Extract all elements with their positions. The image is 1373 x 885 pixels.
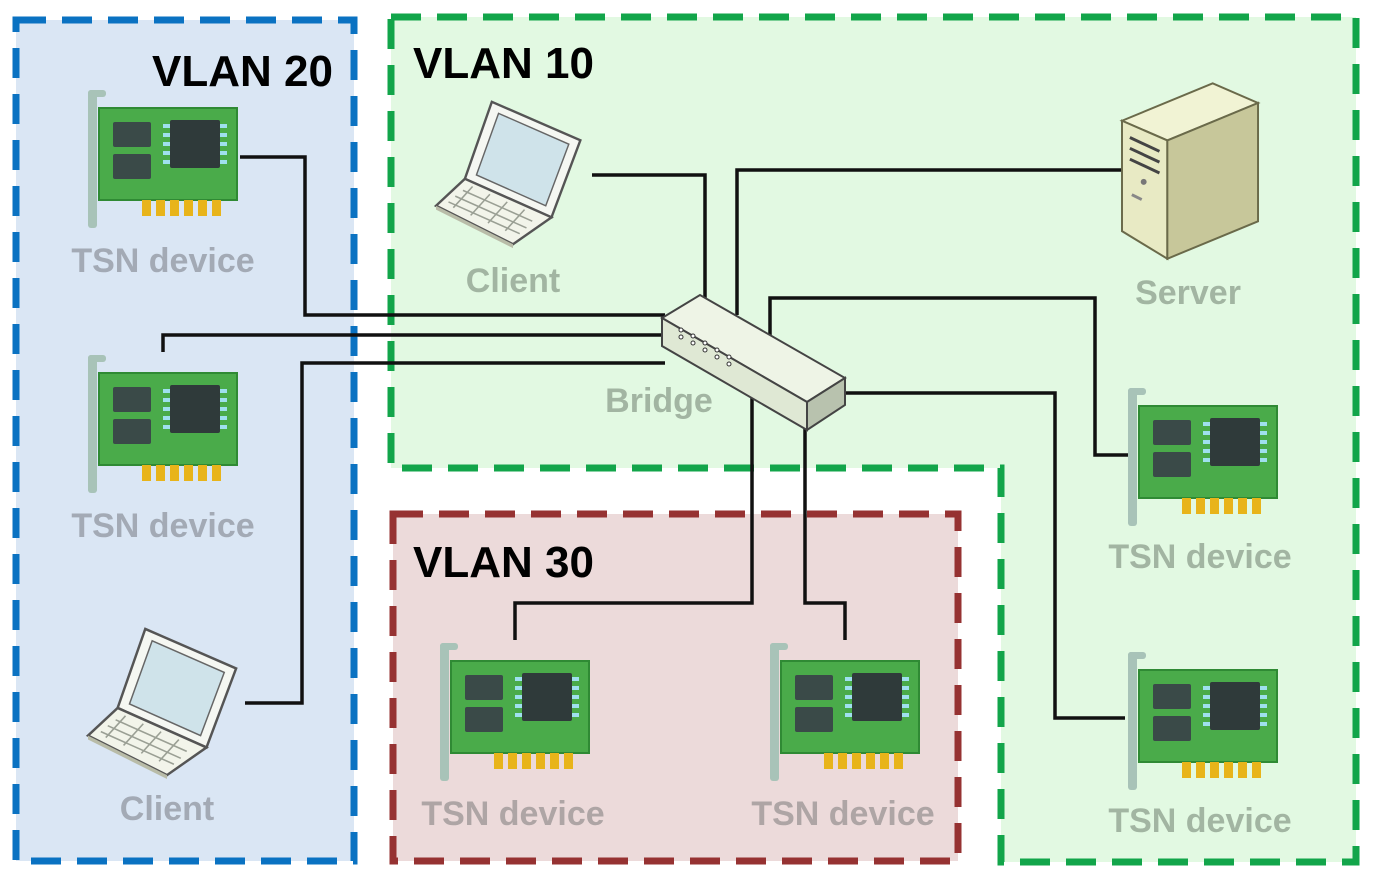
wire-vlan20-client [245, 361, 665, 705]
vlan20-tsn-device-1: TSN device [71, 89, 255, 280]
vlan30-tsn-device-1: TSN device [421, 642, 605, 833]
device-label: Client [120, 790, 214, 828]
device-label: Bridge [605, 382, 713, 420]
connection-wires [161, 155, 1130, 720]
wire-vlan10-tsn1 [768, 296, 1130, 457]
wire-vlan30-tsn1 [513, 397, 754, 640]
device-label: TSN device [751, 795, 934, 833]
device-label: TSN device [71, 242, 254, 280]
vlan30-tsn-device-2: TSN device [751, 642, 935, 833]
vlan10-client: Client [434, 100, 582, 300]
wire-vlan20-tsn2 [161, 333, 665, 352]
vlan10-tsn-device-2: TSN device [1108, 651, 1292, 840]
device-label: Server [1135, 274, 1241, 312]
device-label: TSN device [1108, 802, 1291, 840]
vlan10-title: VLAN 10 [413, 39, 594, 88]
wire-vlan30-tsn2 [803, 425, 847, 640]
wire-vlan10-server [735, 168, 1122, 315]
vlan20-client: Client [86, 627, 238, 828]
vlan20-tsn-device-2: TSN device [71, 354, 255, 545]
device-label: TSN device [1108, 538, 1291, 576]
vlan30-title: VLAN 30 [413, 538, 594, 587]
wire-vlan10-tsn2 [845, 391, 1125, 720]
vlan20-title: VLAN 20 [152, 47, 333, 96]
wire-vlan10-client [592, 173, 707, 303]
vlan10-region [387, 13, 1360, 866]
vlan10-server: Server [1120, 81, 1260, 312]
device-label: Client [466, 262, 560, 300]
bridge-device: Bridge [605, 293, 847, 432]
switch-icon [660, 293, 847, 432]
vlan10-tsn-device-1: TSN device [1108, 387, 1292, 576]
device-label: TSN device [71, 507, 254, 545]
wire-vlan20-tsn1 [240, 155, 665, 317]
device-label: TSN device [421, 795, 604, 833]
